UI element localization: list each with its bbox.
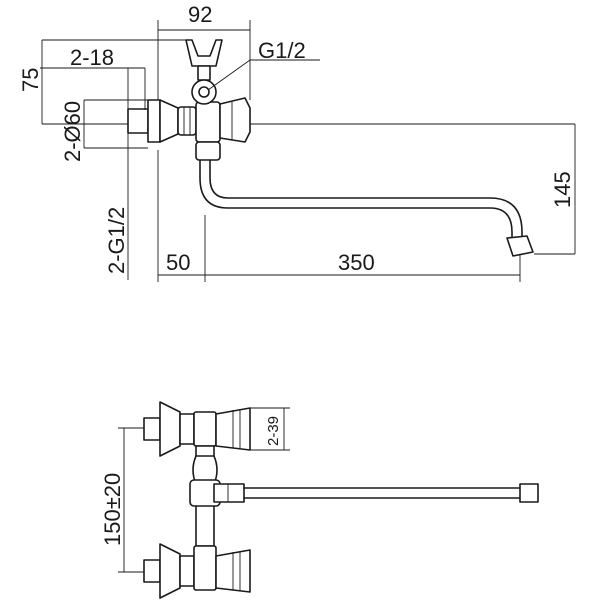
wall-connection [127,99,197,143]
dim-50: 50 [166,250,190,275]
dim-2-39: 2-39 [265,416,282,446]
bottom-inlet [143,543,251,599]
dim-2-18: 2-18 [70,45,114,70]
dim-145: 145 [550,171,575,208]
dim-350: 350 [338,250,375,275]
side-dimensions [40,20,576,282]
front-view: 2-39 150±20 [100,401,539,599]
dim-diameter-60: 2-Ø60 [60,101,85,162]
side-view: 92 G1/2 2-18 75 2-Ø60 2-G1/2 50 350 145 [18,2,576,282]
dim-92: 92 [188,2,212,27]
shower-holder [185,39,223,105]
dim-75: 75 [18,68,43,92]
spout [199,159,534,257]
top-inlet [143,401,251,457]
central-column [189,445,245,547]
front-dimensions [118,407,290,573]
aerator [506,235,534,257]
dim-g12-top: G1/2 [258,38,306,63]
dim-2-g12: 2-G1/2 [104,207,129,274]
front-spout [243,483,539,503]
dim-150-20: 150±20 [100,473,125,546]
mixer-body [195,97,251,161]
